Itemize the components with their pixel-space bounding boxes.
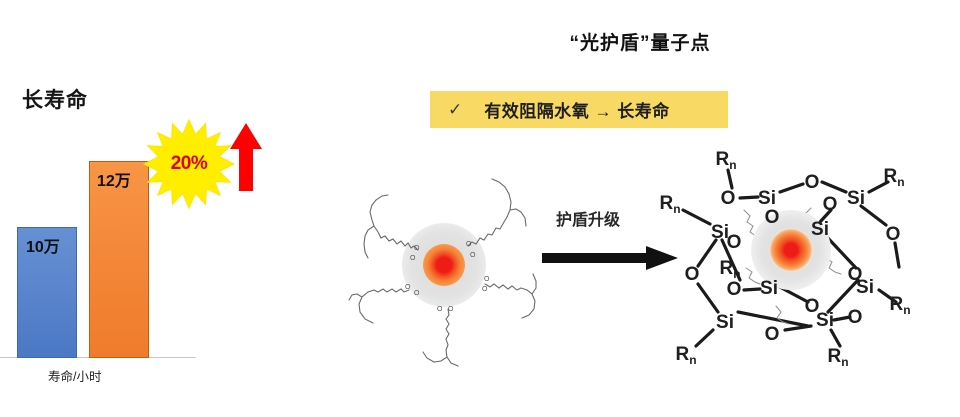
svg-text:O: O	[414, 290, 420, 297]
atom-label-Si: Si	[760, 278, 778, 299]
atom-label-Rn: Rn	[659, 193, 680, 216]
atom-label-O: O	[848, 264, 863, 285]
bar-series-1	[17, 227, 77, 358]
atom-label-O: O	[805, 296, 820, 317]
starburst-icon	[142, 118, 236, 210]
atom-label-O: O	[721, 188, 736, 209]
molecule-panel: “光护盾”量子点 ✓ 有效阻隔水氧 → 长寿命 护盾升级	[320, 0, 960, 417]
starburst-callout: 20%	[142, 118, 236, 210]
atom-label-Si: Si	[811, 219, 829, 240]
atom-label-Si: Si	[758, 188, 776, 209]
ligand-chains	[348, 178, 537, 367]
atom-label-Si: Si	[711, 222, 729, 243]
banner-text: 有效阻隔水氧 → 长寿命	[484, 102, 670, 121]
svg-text:O: O	[410, 255, 416, 262]
bar-value-label-2: 12万	[97, 173, 131, 190]
atom-label-O: O	[685, 264, 700, 285]
svg-text:O: O	[405, 284, 411, 291]
svg-text:O: O	[466, 241, 472, 248]
chart-title: 长寿命	[22, 89, 88, 112]
transition-arrow-icon	[542, 246, 678, 270]
svg-text:O: O	[414, 245, 420, 252]
atom-label-Rn: Rn	[675, 344, 696, 367]
atom-label-Si: Si	[856, 277, 874, 298]
chart-plot-area: 10万 12万 寿命/小时 20%	[0, 0, 320, 417]
transition-label: 护盾升级	[556, 212, 621, 229]
atom-label-O: O	[727, 232, 742, 253]
svg-text:O: O	[482, 286, 488, 293]
bar-series-2	[89, 161, 149, 358]
atom-label-O: O	[765, 324, 780, 345]
x-axis-caption: 寿命/小时	[48, 370, 102, 384]
bar-value-label-1: 10万	[26, 239, 60, 256]
atom-label-O: O	[823, 194, 838, 215]
atom-label-O: O	[886, 224, 901, 245]
svg-text:O: O	[437, 306, 443, 313]
atom-label-Rn: Rn	[715, 149, 736, 172]
increase-up-arrow-icon	[230, 123, 262, 191]
check-icon: ✓	[448, 100, 463, 119]
svg-text:O: O	[470, 252, 476, 259]
atom-label-Si: Si	[847, 188, 865, 209]
atom-label-Rn: Rn	[889, 294, 910, 317]
atom-label-Rn: Rn	[827, 346, 848, 369]
atom-label-O: O	[727, 279, 742, 300]
atom-label-O: O	[805, 172, 820, 193]
burst-percent-label: 20%	[170, 153, 208, 174]
cage-bonds	[681, 168, 901, 348]
svg-text:O: O	[448, 306, 454, 313]
cage-qd-core	[769, 228, 813, 272]
svg-text:O: O	[484, 276, 490, 283]
atom-label-Si: Si	[716, 312, 734, 333]
bar-chart-panel: 长寿命 10万 12万 寿命/小时 20%	[0, 0, 320, 417]
atom-label-O: O	[765, 207, 780, 228]
highlight-banner: ✓ 有效阻隔水氧 → 长寿命	[430, 91, 728, 128]
qd-core	[423, 244, 465, 286]
molecule-title: “光护盾”量子点	[569, 33, 711, 54]
siloxane-cage-structure: Rn Rn Rn O Si O Si O O Si O Si O O Rn O …	[659, 149, 910, 369]
atom-label-Si: Si	[816, 310, 834, 331]
atom-label-Rn: Rn	[719, 258, 740, 281]
atom-label-O: O	[848, 307, 863, 328]
cage-atom-labels: Rn Rn Rn O Si O Si O O Si O Si O O Rn O …	[659, 149, 910, 369]
atom-label-Rn: Rn	[883, 166, 904, 189]
